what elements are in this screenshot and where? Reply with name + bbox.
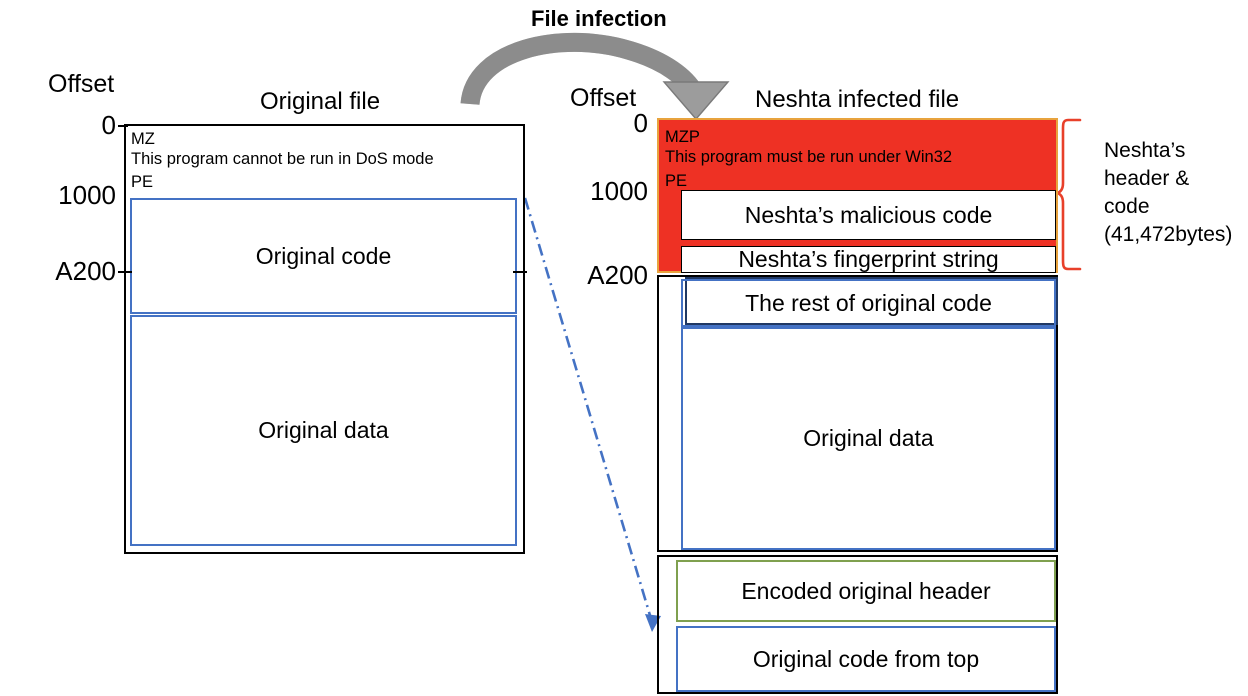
diagram-title: File infection bbox=[531, 6, 667, 31]
left-original-code-label: Original code bbox=[255, 242, 392, 269]
right-panel-title: Neshta infected file bbox=[755, 86, 960, 113]
left-file-box bbox=[124, 124, 525, 554]
right-header-line-2: This program must be run under Win32 bbox=[665, 148, 953, 166]
left-offset-a200: A200 bbox=[55, 256, 116, 286]
brace-icon bbox=[1056, 118, 1082, 271]
original-code-from-top-label: Original code from top bbox=[752, 645, 980, 672]
appended-blocks-box bbox=[657, 555, 1058, 694]
encoded-original-header-label: Encoded original header bbox=[741, 577, 991, 604]
neshta-malicious-code-box bbox=[681, 190, 1056, 240]
annotation-line-1: Neshta’s bbox=[1104, 139, 1186, 162]
neshta-fingerprint-label: Neshta’s fingerprint string bbox=[738, 245, 999, 272]
rest-of-original-code-outer bbox=[685, 277, 1058, 325]
right-original-data-box bbox=[681, 327, 1056, 550]
right-offset-word: Offset bbox=[570, 84, 637, 112]
left-original-code-box bbox=[130, 198, 517, 314]
original-code-from-top-box bbox=[676, 626, 1056, 692]
right-header-line-3: PE bbox=[665, 172, 688, 190]
left-offset-word: Offset bbox=[48, 70, 115, 98]
right-offset-1000: 1000 bbox=[590, 176, 648, 206]
left-header-line-1: MZ bbox=[131, 130, 155, 148]
right-offset-a200: A200 bbox=[587, 260, 648, 290]
left-offset-1000: 1000 bbox=[58, 180, 116, 210]
encoded-original-header-box bbox=[676, 560, 1056, 622]
left-offset-0: 0 bbox=[101, 110, 116, 140]
left-a200-divider-left bbox=[118, 271, 132, 274]
neshta-fingerprint-box bbox=[681, 246, 1056, 273]
left-tick-0 bbox=[118, 125, 128, 128]
rest-of-original-code-box bbox=[681, 279, 1056, 327]
annotation-line-2: header & bbox=[1104, 167, 1190, 190]
left-header-line-3: PE bbox=[131, 173, 154, 191]
right-header-line-1: MZP bbox=[665, 128, 700, 146]
annotation-line-3: code bbox=[1104, 195, 1150, 218]
left-original-data-box bbox=[130, 315, 517, 546]
right-offset-0: 0 bbox=[633, 108, 648, 138]
rest-of-original-code-label: The rest of original code bbox=[745, 289, 992, 316]
annotation-line-4: (41,472bytes) bbox=[1104, 223, 1233, 246]
left-panel-title: Original file bbox=[260, 88, 381, 115]
right-original-data-label: Original data bbox=[803, 425, 934, 451]
neshta-malicious-code-label: Neshta’s malicious code bbox=[744, 201, 993, 228]
left-a200-divider-right bbox=[513, 271, 527, 274]
left-original-data-label: Original data bbox=[258, 417, 389, 443]
left-header-line-2: This program cannot be run in DoS mode bbox=[131, 150, 434, 168]
right-original-content-box bbox=[657, 275, 1058, 552]
